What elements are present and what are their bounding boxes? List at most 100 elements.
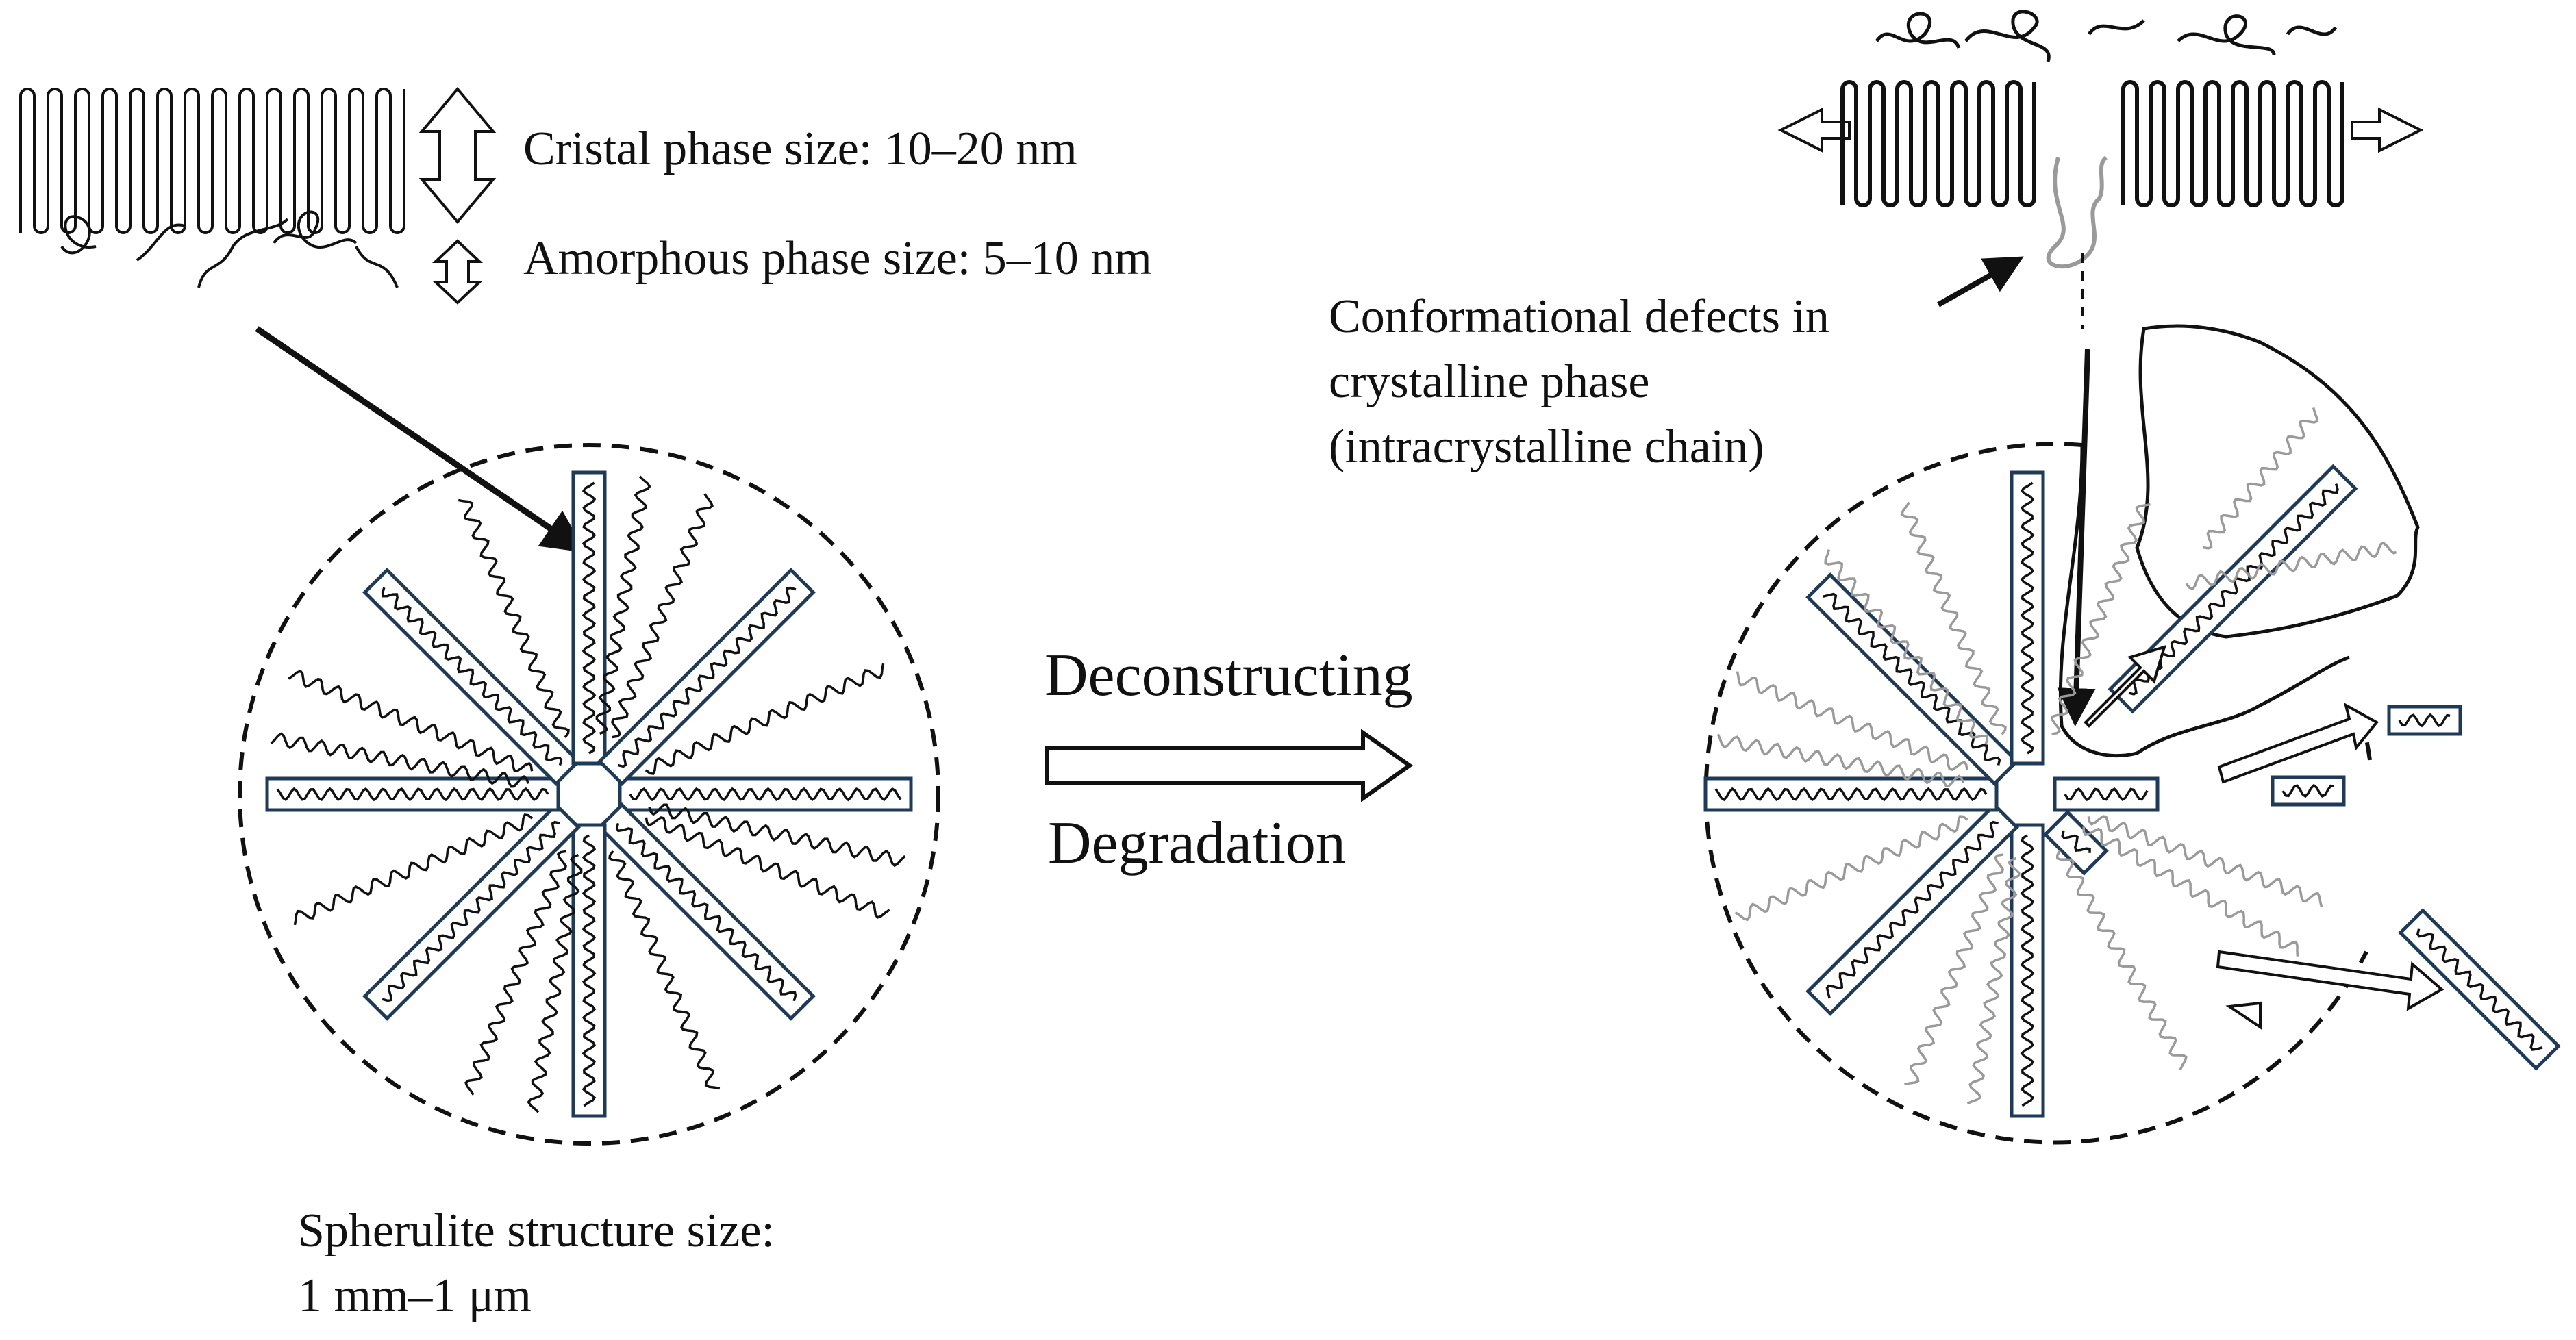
crystalline-lamella-fragment xyxy=(2053,776,2160,812)
crystalline-lamella xyxy=(2010,470,2045,766)
degraded-tie-chain xyxy=(1824,549,1989,745)
amorphous-tie-chain xyxy=(648,803,906,868)
spherulite-boundary-partial xyxy=(1703,442,2368,1145)
degraded-tie-chain xyxy=(1716,733,1965,787)
folded-chain-lamella xyxy=(19,88,405,234)
crystalline-lamella xyxy=(362,568,581,786)
degraded-tie-chain xyxy=(2051,503,2151,735)
crystalline-lamella xyxy=(597,568,816,786)
surface-loops xyxy=(1875,10,2338,62)
chain-fold-wave xyxy=(2398,713,2451,728)
double-arrow-icon xyxy=(432,239,484,305)
amorphous-size-indicator: Amorphous phase size: 5–10 nm xyxy=(432,232,1152,305)
degraded-tie-chain xyxy=(2087,815,2323,908)
degraded-tie-chain xyxy=(1736,671,1968,771)
spherulite-right-degraded xyxy=(1703,324,2561,1145)
crystal-size-label: Cristal phase size: 10–20 nm xyxy=(523,123,1077,175)
spherulite-boundary xyxy=(238,443,940,1146)
detached-tie-chain xyxy=(2203,407,2318,550)
degraded-tie-chain xyxy=(2082,826,2299,957)
release-arrow-icon xyxy=(2217,703,2379,784)
chain-fold-wave xyxy=(2020,834,2035,1107)
detached-lamella-piece xyxy=(2387,705,2462,736)
crystalline-lamella xyxy=(571,823,607,1118)
chain-fold-wave xyxy=(1823,592,2001,766)
chain-fold-wave xyxy=(2416,928,2543,1051)
chain-fold-wave xyxy=(582,481,597,755)
crystalline-lamella xyxy=(597,802,816,1021)
amorphous-tie-chain xyxy=(464,850,567,1096)
chain-fold-wave xyxy=(2061,830,2091,853)
amorphous-tie-chain xyxy=(270,732,530,788)
crystal-size-indicator: Cristal phase size: 10–20 nm xyxy=(418,86,1077,225)
amorphous-tie-chain xyxy=(611,493,714,739)
chain-fold-wave xyxy=(2281,783,2334,798)
amorphous-tie-chain xyxy=(595,475,651,735)
chain-fold-wave xyxy=(582,834,597,1107)
chain-fold-wave xyxy=(1714,787,1988,802)
amorphous-tie-chains xyxy=(60,210,399,288)
chain-fold-wave xyxy=(1825,820,1999,999)
crystalline-lamella xyxy=(1805,802,2019,1016)
double-arrow-icon xyxy=(418,86,497,225)
process-arrow-group: Deconstructing Degradation xyxy=(1045,642,1414,876)
crystalline-lamella-fragment xyxy=(2042,809,2109,876)
defects-caption: Conformational defects in crystalline ph… xyxy=(1329,290,1829,473)
process-arrow-icon xyxy=(1045,729,1414,802)
process-label-deconstructing: Deconstructing xyxy=(1045,642,1413,709)
crystalline-lamella xyxy=(2010,823,2045,1118)
amorphous-tie-chain xyxy=(288,669,534,772)
chain-fold-wave xyxy=(615,823,797,1002)
defect-location-arrow xyxy=(2057,349,2096,727)
crystalline-lamella xyxy=(1703,776,1999,812)
amorphous-tie-chain xyxy=(293,813,534,926)
defect-pointer-arrow xyxy=(1937,256,2024,307)
crystalline-lamella xyxy=(1805,572,2019,786)
amorphous-tie-chain xyxy=(645,663,885,775)
spherulite-size-caption: Spherulite structure size: 1 mm–1 μm xyxy=(298,1204,775,1322)
chain-fold-wave xyxy=(381,587,563,766)
amorphous-tie-chain xyxy=(527,853,583,1113)
zoom-pointer-arrow xyxy=(255,326,586,553)
amorphous-tie-chain xyxy=(458,498,570,739)
release-arrow-icon xyxy=(2216,950,2444,1011)
spherulite-size-line1: Spherulite structure size: xyxy=(298,1204,775,1257)
crystalline-lamella xyxy=(362,802,581,1021)
degraded-tie-chain xyxy=(1966,857,2021,1105)
degraded-tie-chain xyxy=(1904,853,2004,1086)
detached-tie-chain xyxy=(2185,542,2397,590)
crystalline-lamella xyxy=(618,776,913,812)
folded-chain-lamella-left xyxy=(1840,80,2036,207)
release-arrow-icon xyxy=(2084,645,2166,728)
defects-line1: Conformational defects in xyxy=(1329,290,1829,343)
defects-line2: crystalline phase xyxy=(1329,355,1649,408)
chain-pullout-schematic xyxy=(1777,10,2424,727)
lamella-fold-schematic xyxy=(19,88,405,288)
detached-shard xyxy=(2225,1001,2262,1030)
process-label-degradation: Degradation xyxy=(1048,810,1346,876)
intracrystalline-defect-chain xyxy=(2046,155,2108,269)
degraded-tie-chain xyxy=(2055,850,2188,1071)
chain-fold-wave xyxy=(276,787,549,802)
crystalline-lamella xyxy=(265,776,560,812)
chain-fold-wave xyxy=(382,820,560,1002)
degraded-tie-chain xyxy=(1900,501,2007,735)
chain-fold-wave xyxy=(629,787,902,802)
detached-lamella-piece xyxy=(2271,775,2346,807)
spherulite-size-line2: 1 mm–1 μm xyxy=(298,1269,532,1322)
spherulite-boundary-partial xyxy=(2364,739,2372,761)
chain-fold-wave xyxy=(2064,787,2149,802)
degraded-tie-chain xyxy=(1734,815,1968,922)
amorphous-size-label: Amorphous phase size: 5–10 nm xyxy=(523,232,1152,285)
pull-left-arrow-icon xyxy=(1777,107,1851,153)
amorphous-tie-chain xyxy=(608,850,721,1090)
spherulite-left xyxy=(238,443,940,1146)
folded-chain-lamella-right xyxy=(2121,80,2344,207)
broken-fragment-outline xyxy=(2135,324,2420,639)
chain-fold-wave xyxy=(2020,481,2035,755)
pull-right-arrow-icon xyxy=(2351,107,2424,153)
chain-fold-wave xyxy=(618,586,797,768)
defects-line3: (intracrystalline chain) xyxy=(1329,420,1764,473)
detached-lamella-piece xyxy=(2398,908,2561,1071)
